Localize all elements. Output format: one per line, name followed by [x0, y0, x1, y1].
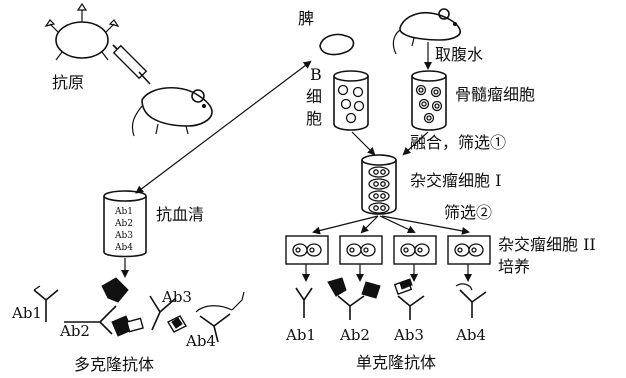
antigen-particle-icon [44, 2, 120, 61]
mono-antibody-3 [393, 278, 425, 320]
hybridoma-1-label: 杂交瘤细胞 I [410, 171, 501, 190]
culture-dish-3 [393, 235, 437, 265]
poly-ab2-label: Ab2 [59, 322, 90, 340]
poly-antibody-3 [149, 295, 187, 333]
poly-antibody-2 [64, 305, 144, 337]
screen2-label: 筛选② [444, 203, 492, 222]
b-cell-label-xi: 细 [306, 87, 322, 106]
mono-ab4-label: Ab4 [455, 326, 486, 344]
tube-ab3: Ab3 [114, 231, 133, 241]
hybridoma-2-label: 杂交瘤细胞 II [498, 235, 596, 254]
culture-label: 培养 [498, 257, 530, 276]
b-cell-label-b: B [310, 65, 322, 84]
syringe-icon [112, 44, 151, 85]
poly-ab1-label: Ab1 [11, 304, 42, 322]
mono-ab3-label: Ab3 [393, 326, 424, 344]
poly-antigen-black-1 [101, 277, 129, 303]
mono-ab1-label: Ab1 [285, 326, 316, 344]
tube-ab2: Ab2 [114, 219, 133, 229]
b-cell-container [333, 70, 369, 131]
spleen-icon [319, 33, 355, 56]
poly-antibody-1 [33, 285, 59, 322]
take-ascites-label: 取腹水 [435, 45, 483, 64]
fusion-screen1-label: 融合，筛选① [410, 133, 506, 152]
culture-dish-1 [285, 235, 329, 265]
ascites-mouse-icon [392, 8, 462, 55]
immunized-mouse-icon [131, 86, 213, 137]
antiserum-tube [103, 190, 147, 258]
culture-dish-4 [447, 235, 491, 265]
antiserum-label: 抗血清 [156, 205, 204, 224]
hybridoma-1-container [361, 154, 397, 215]
spleen-label: 脾 [298, 9, 314, 28]
poly-antibody-4 [195, 291, 245, 343]
mono-antibody-1 [295, 287, 313, 318]
tube-ab4: Ab4 [114, 243, 133, 253]
myeloma-cell-container [411, 70, 447, 131]
polyclonal-label: 多克隆抗体 [74, 355, 154, 374]
antigen-label: 抗原 [52, 73, 84, 92]
mono-ab2-label: Ab2 [339, 326, 370, 344]
poly-ab3-label: Ab3 [161, 288, 192, 306]
mono-antibody-4 [455, 283, 487, 318]
culture-dish-2 [339, 235, 383, 265]
poly-ab4-label: Ab4 [185, 332, 216, 350]
mono-antibody-2 [327, 277, 381, 320]
b-cell-label-bao: 胞 [306, 109, 322, 128]
tube-ab1: Ab1 [114, 207, 133, 217]
myeloma-label: 骨髓瘤细胞 [455, 85, 535, 104]
monoclonal-label: 单克隆抗体 [356, 353, 436, 372]
